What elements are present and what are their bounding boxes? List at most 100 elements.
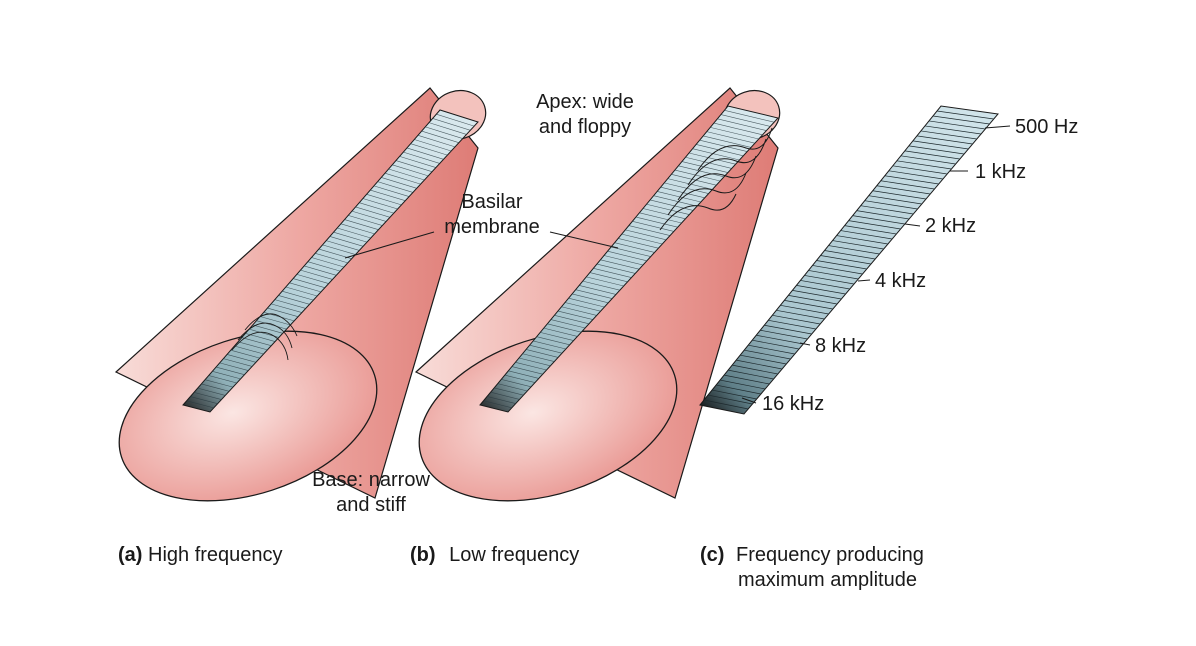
membrane-rung: [377, 181, 414, 193]
membrane-rung: [800, 280, 850, 290]
membrane-rung: [296, 274, 329, 284]
membrane-rung: [421, 130, 459, 144]
membrane-rung: [582, 280, 620, 291]
caption-a-text: High frequency: [148, 544, 283, 566]
membrane-rung: [212, 370, 241, 380]
membrane-rung: [892, 165, 948, 175]
membrane-rung: [483, 400, 512, 409]
membrane-rung: [856, 210, 910, 220]
membrane-rung: [410, 143, 448, 156]
membrane-rung: [322, 244, 356, 255]
membrane-rung: [326, 240, 360, 251]
membrane-rung: [333, 231, 368, 243]
membrane-rung: [201, 383, 230, 392]
membrane-rung: [717, 118, 767, 131]
membrane-rung: [836, 235, 888, 245]
membrane-rung: [635, 216, 678, 228]
membrane-rung: [226, 354, 257, 363]
membrane-rung: [586, 276, 624, 287]
caption-a-letter: (a): [118, 544, 143, 566]
membrane-rung: [511, 366, 543, 375]
membrane-rung: [628, 225, 671, 236]
membrane-rung: [696, 144, 744, 157]
membrane-rung: [924, 125, 982, 135]
freq-label-8khz: 8 kHz: [815, 335, 867, 357]
membrane-rung: [575, 289, 613, 299]
membrane-rung: [274, 299, 306, 309]
membrane-rung: [710, 127, 759, 140]
membrane-rung: [884, 175, 939, 185]
membrane-rung: [494, 387, 524, 396]
membrane-rung: [215, 366, 245, 376]
membrane-rung: [776, 309, 825, 320]
caption-c-text-line2: maximum amplitude: [738, 569, 917, 591]
membrane-rung: [256, 320, 287, 330]
membrane-rung: [703, 399, 749, 410]
membrane-rung: [792, 290, 842, 300]
membrane-rung: [252, 324, 283, 334]
basilar-label-line2: membrane: [444, 216, 540, 238]
membrane-rung: [784, 300, 833, 310]
caption-b-letter: (b): [410, 544, 436, 566]
membrane-rung: [564, 302, 601, 312]
membrane-rung: [744, 349, 791, 360]
membrane-rung: [329, 236, 364, 247]
membrane-rung: [589, 272, 628, 283]
membrane-rung: [522, 353, 555, 362]
membrane-rung: [804, 275, 855, 285]
wave-b: [659, 127, 773, 231]
membrane-rung: [414, 139, 452, 152]
membrane-b: [479, 105, 779, 413]
base-label-line1: Base: narrow: [312, 469, 430, 491]
membrane-rung: [508, 370, 539, 379]
membrane-rung: [267, 307, 299, 318]
membrane-rung: [417, 134, 456, 148]
tick-16khz: [741, 397, 757, 404]
membrane-rung: [772, 314, 821, 325]
membrane-rung: [497, 383, 528, 392]
membrane-rung: [728, 369, 774, 380]
tick-4khz: [857, 279, 871, 282]
membrane-rung: [518, 357, 551, 367]
membrane-rung: [362, 198, 398, 210]
membrane-rung: [355, 206, 391, 218]
membrane-rung: [579, 285, 617, 295]
membrane-rung: [204, 379, 234, 388]
membrane-rung: [392, 164, 429, 177]
membrane-rung: [876, 185, 931, 195]
membrane-rung: [186, 400, 214, 409]
membrane-rung: [888, 170, 944, 180]
membrane-rung: [540, 332, 574, 341]
membrane-rung: [260, 316, 291, 326]
membrane-rung: [234, 345, 264, 355]
membrane-rung: [572, 293, 609, 304]
membrane-rung: [428, 122, 467, 135]
membrane-a: [182, 109, 479, 413]
caption-c-text: Frequency producing: [736, 544, 924, 566]
membrane-rung: [241, 337, 272, 347]
membrane-rung: [904, 150, 960, 160]
membrane-rung: [868, 195, 922, 205]
membrane-rung: [395, 160, 433, 173]
membrane-rung: [657, 191, 701, 203]
membrane-rung: [237, 341, 268, 351]
membrane-rung: [788, 295, 838, 305]
membrane-rung: [720, 379, 766, 390]
membrane-rung: [639, 212, 682, 224]
membrane-rung: [603, 255, 644, 266]
cone-b-base: [418, 330, 678, 502]
membrane-rung: [621, 233, 663, 245]
membrane-rung: [307, 261, 341, 272]
membrane-rung: [896, 160, 952, 170]
membrane-rung: [808, 270, 859, 280]
membrane-rung: [646, 203, 690, 215]
membrane-rung: [403, 151, 440, 164]
membrane-rung: [529, 344, 563, 354]
membrane-rung: [223, 358, 253, 367]
apex-label-line1: Apex: wide: [536, 91, 634, 113]
caption-b: (b) Low frequency: [410, 543, 579, 568]
membrane-rung: [568, 297, 605, 308]
membrane-rung: [550, 319, 586, 329]
caption-c-letter: (c): [700, 544, 725, 566]
membrane-rung: [844, 225, 897, 235]
